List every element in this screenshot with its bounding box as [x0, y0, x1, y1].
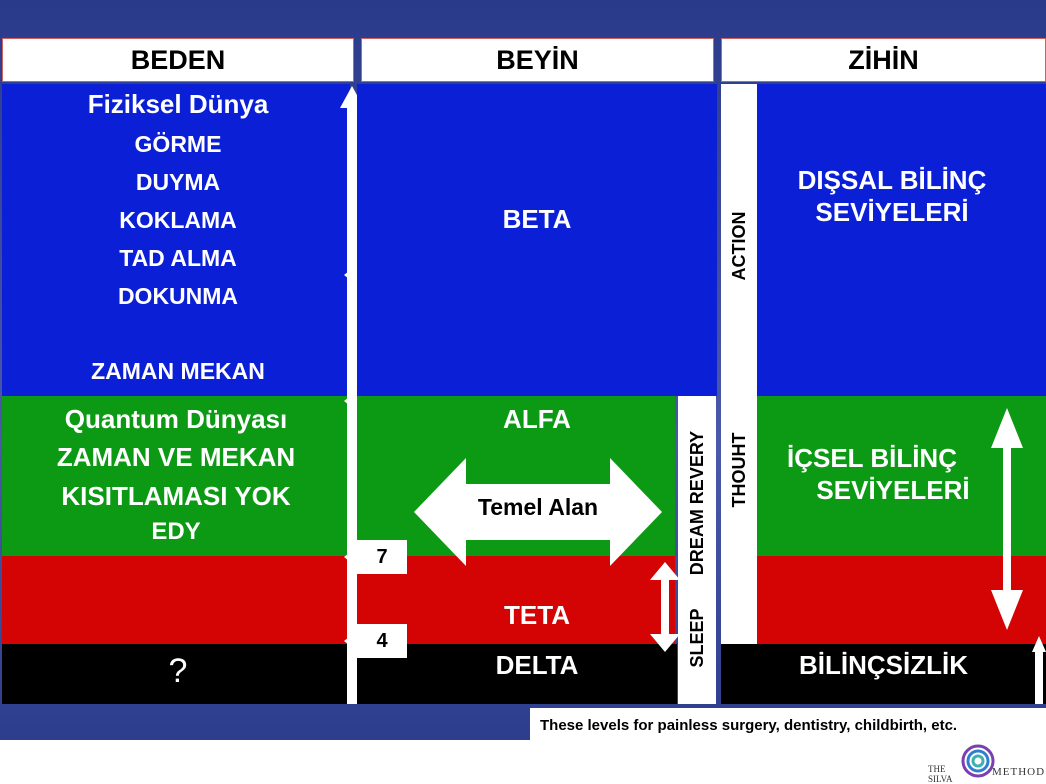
bottom-caption: These levels for painless surgery, denti… [530, 708, 1046, 742]
beden-physical-region [2, 84, 350, 396]
temel-alan-label: Temel Alan [477, 494, 599, 520]
delta-region [357, 644, 677, 704]
sleep-label: SLEEP [686, 608, 707, 668]
teta-region [357, 556, 675, 644]
physical-world-title: Fiziksel Dünya [87, 89, 269, 119]
quantum-world-line-2: ZAMAN VE MEKAN [56, 442, 296, 472]
time-space-label: ZAMAN MEKAN [91, 358, 265, 384]
beta-label: BETA [502, 204, 572, 234]
scale-pointer-21-icon [344, 264, 358, 286]
teta-label: TETA [504, 600, 570, 630]
temel-alan-double-arrow-icon [414, 458, 662, 566]
quantum-world-line-4: EDY [151, 518, 201, 545]
quantum-world-line-3: KISITLAMASI YOK [61, 481, 291, 511]
action-label: ACTION [728, 211, 749, 281]
scale-pointer-4-icon [344, 630, 358, 652]
edge-arrow-up-icon [1032, 636, 1046, 704]
scale-pointer-7-icon [344, 546, 358, 568]
sense-hearing: DUYMA [135, 169, 221, 195]
header-zihin: ZİHİN [721, 38, 1046, 82]
inner-consciousness-line-2: SEVİYELERİ [816, 475, 970, 505]
beden-delta-region [2, 644, 350, 704]
header-beyin: BEYİN [361, 38, 714, 82]
sense-smell: KOKLAMA [119, 207, 237, 233]
sense-taste: TAD ALMA [119, 245, 237, 271]
silva-spiral-logo-icon [961, 744, 995, 778]
quantum-world-line-1: Quantum Dünyası [64, 404, 288, 434]
beden-teta-region [2, 556, 350, 644]
sleep-double-arrow-icon [650, 562, 680, 652]
outer-consciousness-line-2: SEVİYELERİ [815, 197, 969, 227]
scale-label-4: 4 [357, 624, 407, 658]
outer-consciousness-line-1: DIŞSAL BİLİNÇ [797, 165, 987, 195]
inner-consciousness-region [757, 396, 1046, 556]
sense-touch: DOKUNMA [117, 283, 239, 309]
thought-label: THOUHT [728, 432, 749, 508]
dream-sleep-strip [678, 396, 716, 704]
beden-quantum-region [2, 396, 350, 556]
dream-revery-label: DREAM REVERY [686, 430, 707, 576]
logo-text-left: THE SILVA [928, 764, 953, 784]
outer-consciousness-region [757, 84, 1046, 396]
unknown-mark: ? [168, 652, 188, 690]
logo-text-right: METHOD [992, 766, 1046, 778]
zihin-double-arrow-icon [991, 408, 1023, 630]
beta-region [357, 84, 717, 396]
sense-sight: GÖRME [134, 131, 222, 157]
inner-consciousness-line-1: İÇSEL BİLİNÇ [787, 443, 957, 473]
scale-pointer-14-icon [344, 390, 358, 412]
scale-label-7: 7 [357, 540, 407, 574]
unconscious-region [721, 644, 1046, 704]
action-thought-strip [721, 84, 757, 644]
delta-label: DELTA [495, 650, 579, 680]
alfa-label: ALFA [503, 404, 571, 434]
header-beden: BEDEN [2, 38, 354, 82]
unconscious-label: BİLİNÇSİZLİK [799, 650, 968, 680]
